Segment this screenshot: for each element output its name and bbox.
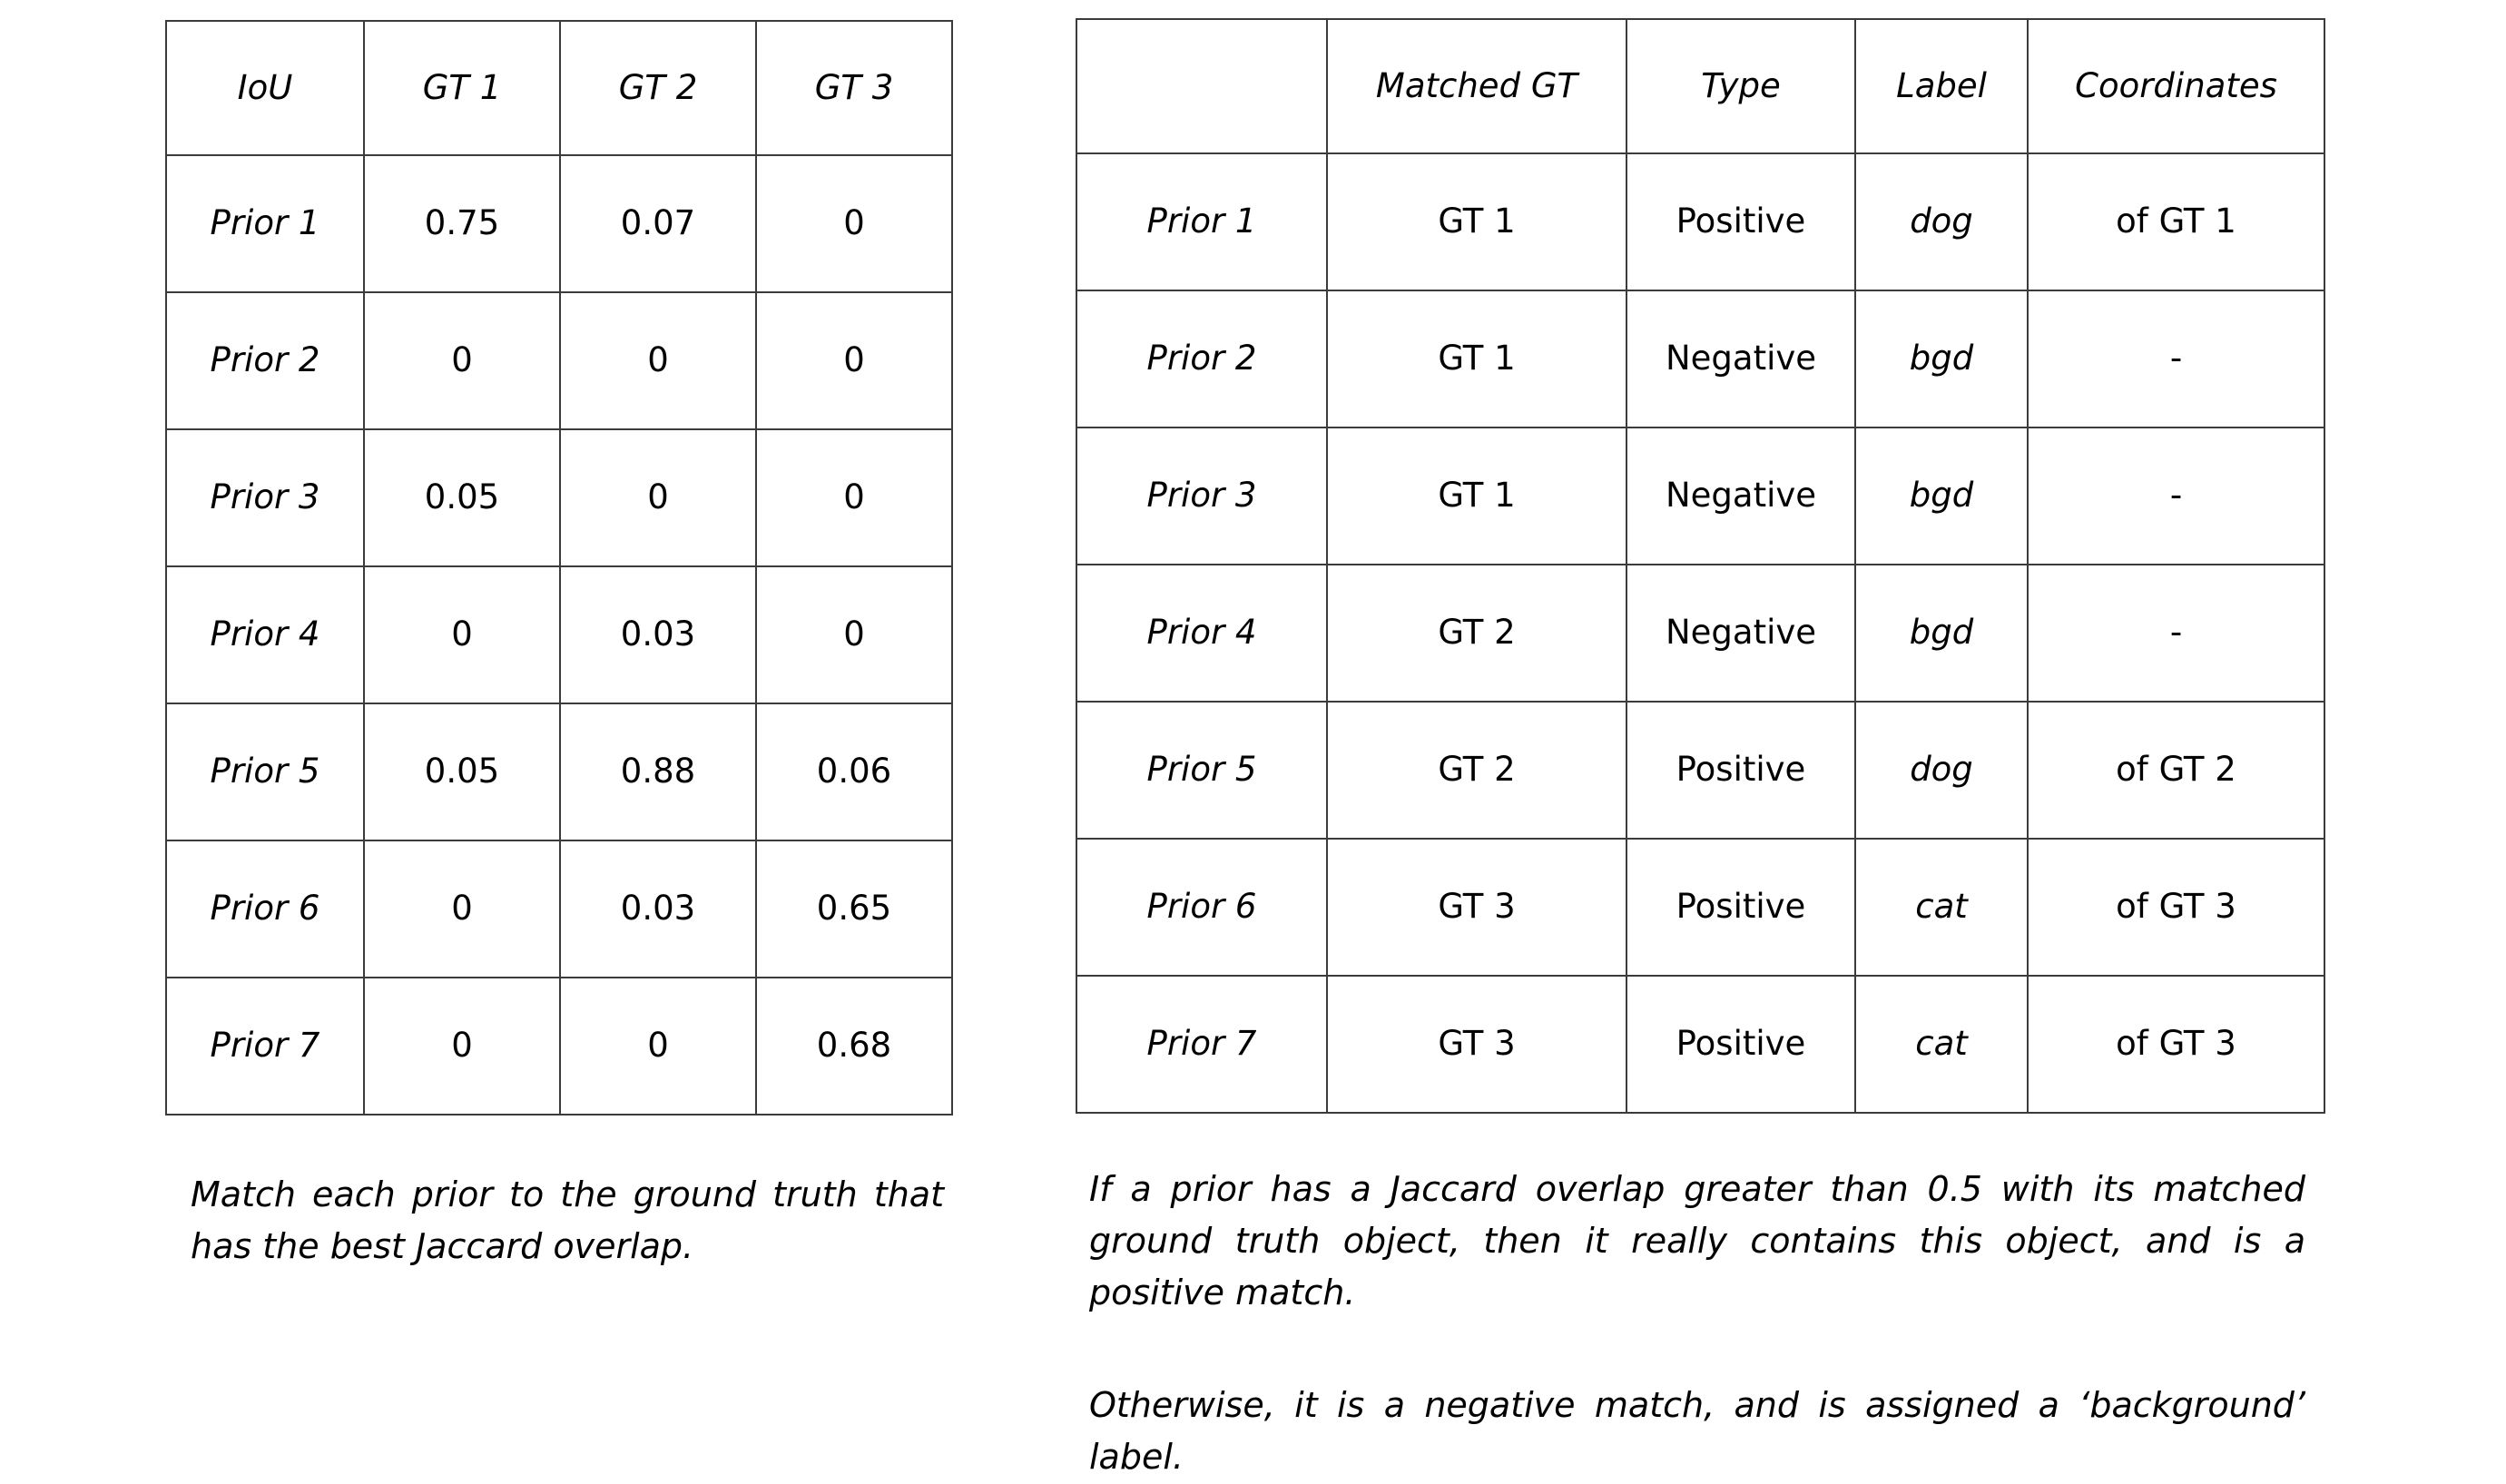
iou-cell: 0.05 bbox=[363, 703, 561, 841]
match-cell-type: Positive bbox=[1626, 975, 1856, 1114]
iou-row-header: Prior 2 bbox=[165, 291, 365, 430]
match-cell-type: Negative bbox=[1626, 427, 1856, 565]
iou-corner-header: IoU bbox=[165, 20, 365, 156]
iou-cell-highlighted: 0 bbox=[363, 291, 561, 430]
match-cell-type: Positive bbox=[1626, 838, 1856, 977]
iou-cell: 0 bbox=[755, 565, 953, 704]
match-row-header: Prior 5 bbox=[1076, 701, 1328, 840]
caption-match-rule: Match each prior to the ground truth tha… bbox=[191, 1169, 944, 1273]
caption-positive-rule: If a prior has a Jaccard overlap greater… bbox=[1089, 1164, 2305, 1319]
match-column-header: Coordinates bbox=[2027, 18, 2325, 154]
iou-cell: 0 bbox=[755, 291, 953, 430]
match-cell-label: dog bbox=[1854, 152, 2029, 291]
iou-cell: 0 bbox=[363, 840, 561, 978]
iou-cell-highlighted: 0.65 bbox=[755, 840, 953, 978]
iou-column-header: GT 1 bbox=[363, 20, 561, 156]
iou-row-header: Prior 4 bbox=[165, 565, 365, 704]
match-cell-coordinates: of GT 3 bbox=[2027, 838, 2325, 977]
iou-cell: 0.03 bbox=[559, 840, 757, 978]
match-cell-matched-gt: GT 1 bbox=[1326, 152, 1627, 291]
match-cell-label: dog bbox=[1854, 701, 2029, 840]
iou-cell-highlighted: 0.68 bbox=[755, 977, 953, 1115]
iou-row-header: Prior 6 bbox=[165, 840, 365, 978]
match-row-header: Prior 6 bbox=[1076, 838, 1328, 977]
iou-cell: 0 bbox=[559, 428, 757, 567]
iou-cell: 0 bbox=[755, 428, 953, 567]
iou-cell: 0 bbox=[363, 565, 561, 704]
match-cell-label: bgd bbox=[1854, 427, 2029, 565]
match-cell-label: cat bbox=[1854, 975, 2029, 1114]
match-cell-type: Positive bbox=[1626, 152, 1856, 291]
caption-negative-rule: Otherwise, it is a negative match, and i… bbox=[1089, 1380, 2305, 1483]
match-cell-matched-gt: GT 3 bbox=[1326, 838, 1627, 977]
match-cell-matched-gt: GT 2 bbox=[1326, 701, 1627, 840]
match-cell-coordinates: - bbox=[2027, 290, 2325, 428]
iou-cell-highlighted: 0.05 bbox=[363, 428, 561, 567]
iou-cell: 0 bbox=[559, 291, 757, 430]
match-cell-coordinates: - bbox=[2027, 427, 2325, 565]
match-column-header: Type bbox=[1626, 18, 1856, 154]
iou-column-header: GT 2 bbox=[559, 20, 757, 156]
iou-row-header: Prior 7 bbox=[165, 977, 365, 1115]
match-corner-header bbox=[1076, 18, 1328, 154]
iou-cell: 0 bbox=[755, 154, 953, 293]
match-cell-coordinates: of GT 1 bbox=[2027, 152, 2325, 291]
caption-right-2-text: Otherwise, it is a negative match, and i… bbox=[1089, 1385, 2305, 1477]
match-cell-coordinates: of GT 3 bbox=[2027, 975, 2325, 1114]
match-cell-matched-gt: GT 1 bbox=[1326, 427, 1627, 565]
match-row-header: Prior 1 bbox=[1076, 152, 1328, 291]
match-cell-matched-gt: GT 2 bbox=[1326, 564, 1627, 703]
iou-row-header: Prior 1 bbox=[165, 154, 365, 293]
match-cell-matched-gt: GT 1 bbox=[1326, 290, 1627, 428]
caption-right-1-text: If a prior has a Jaccard overlap greater… bbox=[1089, 1169, 2305, 1312]
match-row-header: Prior 4 bbox=[1076, 564, 1328, 703]
iou-cell: 0.07 bbox=[559, 154, 757, 293]
match-row-header: Prior 7 bbox=[1076, 975, 1328, 1114]
match-cell-label: bgd bbox=[1854, 564, 2029, 703]
iou-cell-highlighted: 0.75 bbox=[363, 154, 561, 293]
iou-cell: 0 bbox=[559, 977, 757, 1115]
iou-column-header: GT 3 bbox=[755, 20, 953, 156]
match-cell-label: bgd bbox=[1854, 290, 2029, 428]
iou-cell-highlighted: 0.03 bbox=[559, 565, 757, 704]
iou-cell: 0 bbox=[363, 977, 561, 1115]
match-cell-type: Negative bbox=[1626, 564, 1856, 703]
iou-cell-highlighted: 0.88 bbox=[559, 703, 757, 841]
match-cell-coordinates: of GT 2 bbox=[2027, 701, 2325, 840]
match-cell-coordinates: - bbox=[2027, 564, 2325, 703]
match-cell-type: Positive bbox=[1626, 701, 1856, 840]
iou-row-header: Prior 3 bbox=[165, 428, 365, 567]
match-cell-type: Negative bbox=[1626, 290, 1856, 428]
match-cell-label: cat bbox=[1854, 838, 2029, 977]
match-column-header: Label bbox=[1854, 18, 2029, 154]
iou-cell: 0.06 bbox=[755, 703, 953, 841]
caption-left-text: Match each prior to the ground truth tha… bbox=[191, 1174, 944, 1266]
match-row-header: Prior 3 bbox=[1076, 427, 1328, 565]
match-cell-matched-gt: GT 3 bbox=[1326, 975, 1627, 1114]
match-column-header: Matched GT bbox=[1326, 18, 1627, 154]
match-row-header: Prior 2 bbox=[1076, 290, 1328, 428]
iou-row-header: Prior 5 bbox=[165, 703, 365, 841]
